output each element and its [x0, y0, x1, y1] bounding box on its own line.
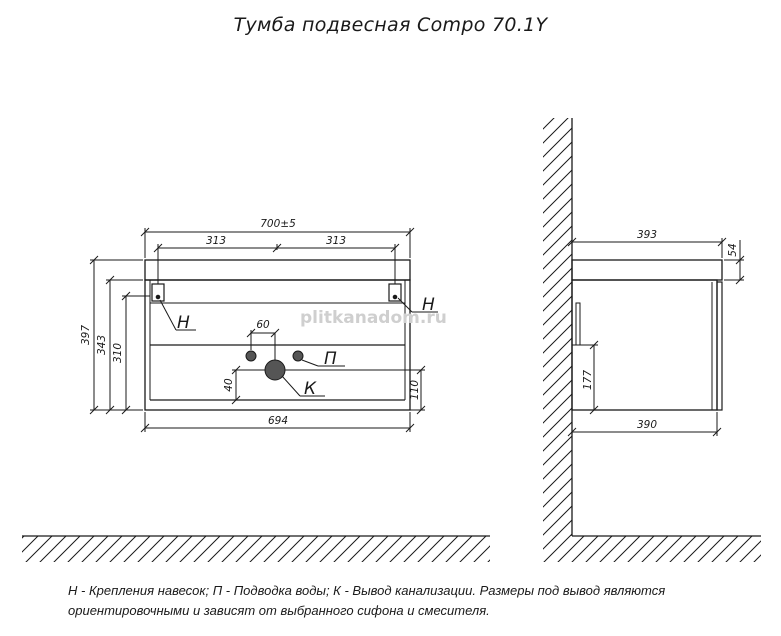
front-top-panel — [144, 259, 411, 281]
dim-depth-top: 393 — [637, 229, 657, 241]
dim-height-177: 177 — [582, 370, 594, 390]
front-view — [89, 227, 438, 433]
dim-left-half: 313 — [206, 235, 226, 247]
side-view — [567, 237, 745, 437]
label-mount-left: Н — [177, 313, 190, 333]
floor-hatch-right — [543, 536, 761, 562]
watermark: plitkanadom.ru — [300, 308, 447, 328]
legend-line-2: ориентировочными и зависят от выбранного… — [68, 603, 490, 618]
water-right-circle — [292, 350, 304, 362]
wall-hatch — [543, 118, 572, 536]
dim-depth-bottom: 390 — [637, 419, 657, 431]
dim-height-343: 343 — [96, 335, 108, 355]
dim-40: 40 — [223, 378, 235, 392]
side-front-edge — [716, 281, 723, 411]
dim-bottom-width: 694 — [268, 415, 288, 427]
label-water: П — [324, 349, 337, 369]
front-body — [144, 279, 411, 411]
label-drain: К — [304, 379, 317, 399]
dim-top-thickness: 54 — [727, 243, 739, 256]
water-left-circle — [245, 350, 257, 362]
label-mount-right: Н — [422, 295, 435, 315]
dim-height-397: 397 — [80, 325, 92, 345]
side-top-panel — [571, 259, 723, 281]
dim-110: 110 — [409, 380, 421, 400]
legend: Н - Крепления навесок; П - Подводка воды… — [68, 581, 758, 621]
drain-circle — [264, 359, 286, 381]
legend-line-1: Н - Крепления навесок; П - Подводка воды… — [68, 583, 666, 598]
floor-hatch-left — [22, 536, 490, 562]
dim-60: 60 — [256, 319, 270, 331]
dim-height-310: 310 — [112, 343, 124, 363]
dim-right-half: 313 — [326, 235, 346, 247]
side-inner-panel — [575, 302, 581, 346]
drawing-title: Тумба подвесная Compo 70.1Y — [233, 14, 548, 36]
dim-overall-width: 700±5 — [260, 218, 296, 230]
